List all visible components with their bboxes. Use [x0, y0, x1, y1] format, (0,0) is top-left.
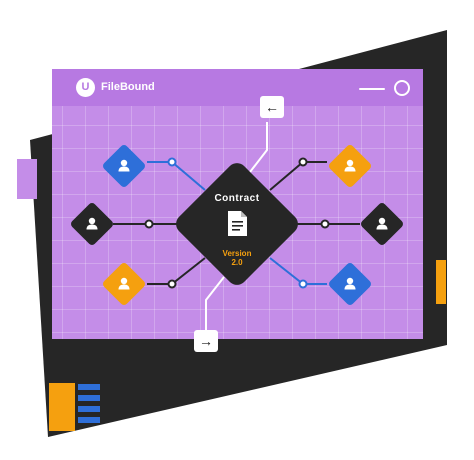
arrow-right-icon: → [199, 333, 213, 349]
user-node-blue-top-left[interactable] [101, 143, 146, 188]
connector-dots [144, 157, 330, 289]
arrow-left-icon: ← [265, 99, 279, 115]
document-icon [228, 211, 247, 236]
lilac-accent-left [17, 159, 37, 199]
user-node-blue-bottom-right[interactable] [327, 261, 372, 306]
stack-icon [78, 384, 100, 423]
contract-node[interactable]: Contract Version 2.0 [172, 159, 302, 289]
app-logo-icon: U [76, 78, 95, 97]
contract-label: Contract [214, 193, 259, 204]
title-bar: U FileBound [52, 69, 423, 106]
app-title: FileBound [101, 81, 155, 93]
version-label: Version [223, 249, 252, 258]
user-node-orange-top-right[interactable] [327, 143, 372, 188]
user-node-dark-right[interactable] [359, 201, 404, 246]
orange-accent-bottom [49, 383, 75, 431]
user-node-dark-left[interactable] [69, 201, 114, 246]
back-arrow-button[interactable]: ← [260, 96, 284, 118]
orange-accent-right [436, 260, 446, 304]
forward-arrow-button[interactable]: → [194, 330, 218, 352]
version-number: 2.0 [231, 258, 243, 267]
minimize-button[interactable] [359, 88, 385, 90]
user-node-orange-bottom-left[interactable] [101, 261, 146, 306]
window-control-button[interactable] [394, 80, 410, 96]
